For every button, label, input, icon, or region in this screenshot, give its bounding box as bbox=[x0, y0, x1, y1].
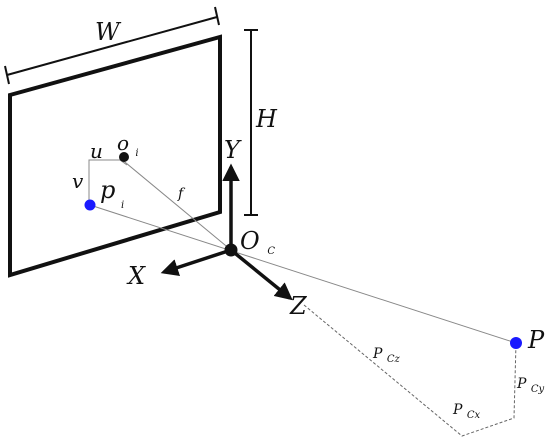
width-dimension bbox=[4, 6, 220, 85]
width-label: W bbox=[95, 18, 122, 46]
camera-center bbox=[224, 243, 238, 257]
image-point-sub: i bbox=[121, 200, 124, 211]
principal-point-main: o bbox=[117, 131, 129, 155]
projection-ray bbox=[89, 204, 517, 344]
focal-length-label: f bbox=[177, 186, 186, 202]
world-point bbox=[510, 337, 522, 349]
image-plane bbox=[8, 34, 222, 278]
image-point-main: p bbox=[100, 176, 115, 204]
pcz-main: P bbox=[372, 346, 383, 362]
pcy-sub: Cy bbox=[531, 384, 545, 395]
x-axis-arrow bbox=[160, 248, 232, 276]
pcz-label: P Cz bbox=[372, 346, 401, 365]
pcy-label: P Cy bbox=[516, 376, 545, 395]
z-axis-arrow bbox=[229, 248, 293, 301]
image-point bbox=[84, 199, 96, 211]
principal-point bbox=[119, 152, 129, 162]
focal-ray bbox=[119, 157, 232, 251]
principal-point-sub: i bbox=[135, 148, 138, 159]
height-dimension bbox=[244, 29, 258, 216]
world-point-label: P bbox=[527, 326, 545, 354]
pcx-label: P Cx bbox=[452, 402, 481, 421]
v-label: v bbox=[72, 169, 84, 193]
z-axis-label: Z bbox=[289, 292, 308, 320]
image-point-label: p i bbox=[100, 176, 124, 211]
principal-point-label: o i bbox=[117, 131, 139, 159]
u-label: u bbox=[90, 139, 103, 163]
camera-center-sub: C bbox=[267, 246, 275, 257]
uv-offset-bracket bbox=[88, 159, 128, 205]
pcx-sub: Cx bbox=[467, 410, 481, 421]
pcy-main: P bbox=[516, 376, 527, 392]
height-label: H bbox=[255, 105, 278, 133]
camera-center-main: O bbox=[240, 227, 260, 255]
pcx-main: P bbox=[452, 402, 463, 418]
camera-center-label: O C bbox=[240, 227, 275, 257]
pcz-sub: Cz bbox=[387, 354, 401, 365]
x-axis-label: X bbox=[126, 262, 146, 290]
y-axis-label: Y bbox=[224, 136, 242, 164]
dashed-decomposition bbox=[303, 304, 517, 437]
